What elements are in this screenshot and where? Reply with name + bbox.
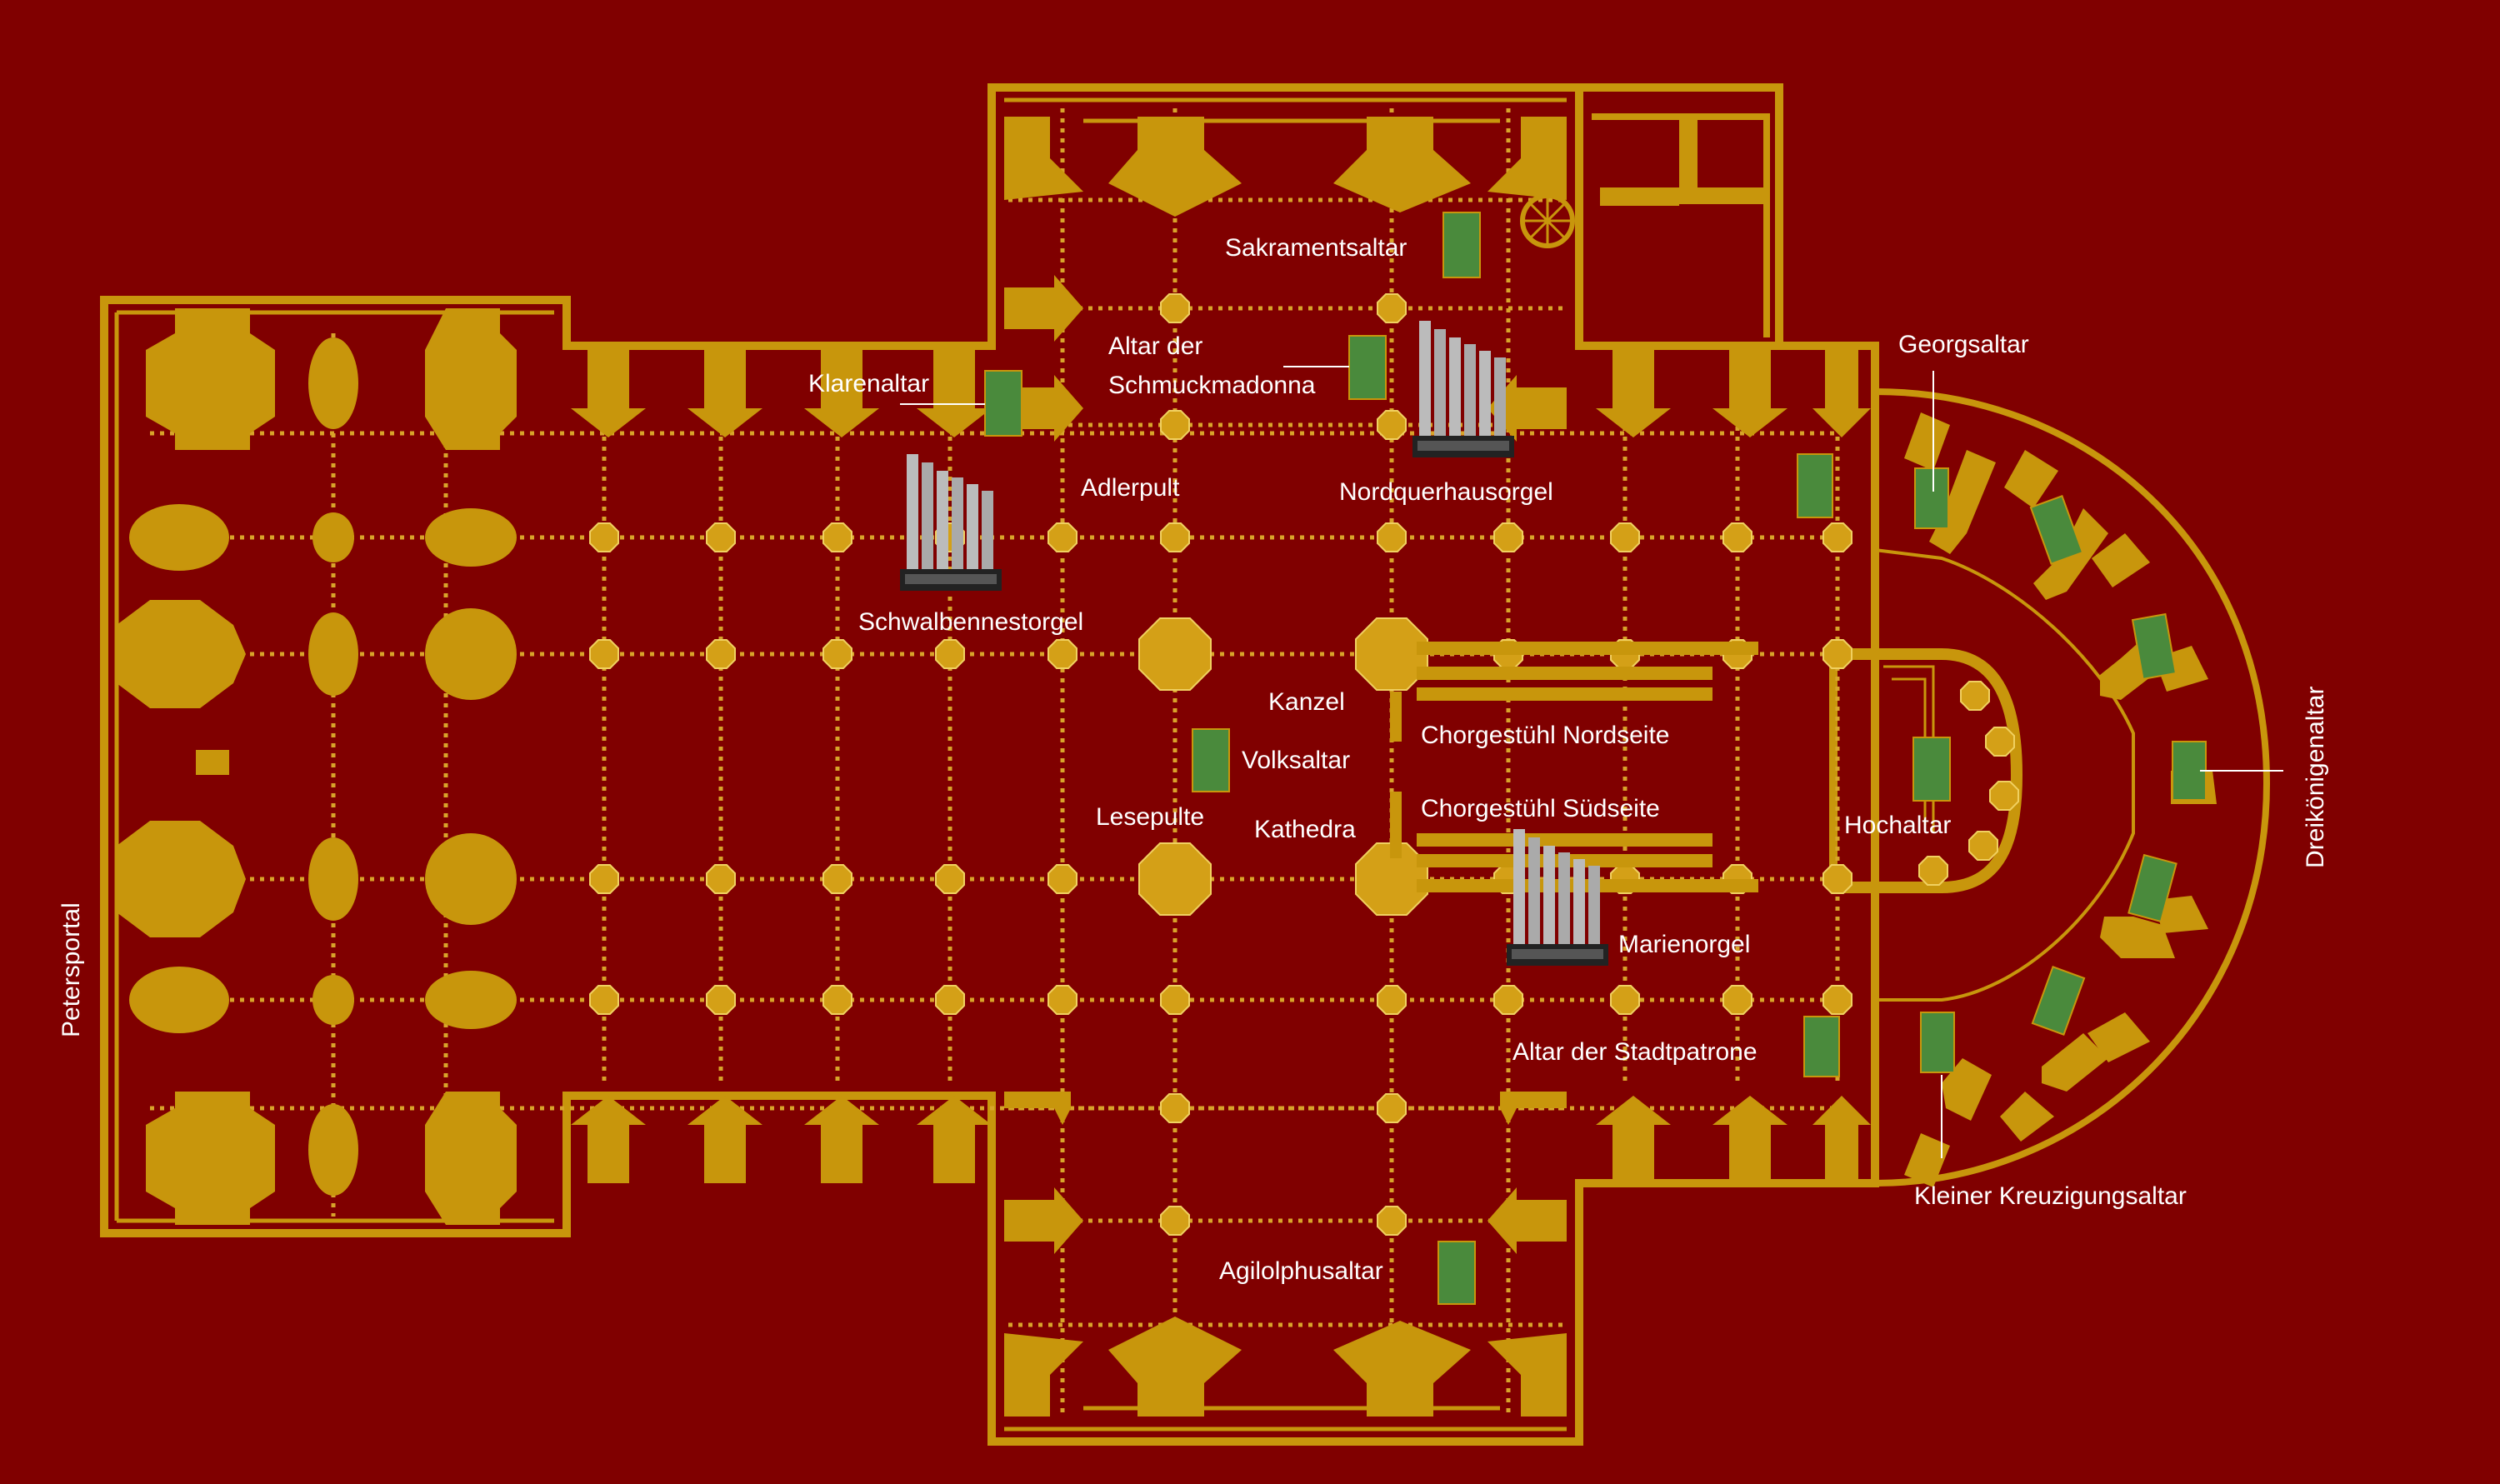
choir-stalls (1390, 642, 1758, 892)
pillar-icon (1048, 639, 1078, 669)
pillar-icon (822, 864, 852, 894)
pillar-icon (1722, 985, 1752, 1015)
volksaltar-label: Volksaltar (1242, 747, 1350, 774)
pillar-icon (706, 864, 736, 894)
west-facade-buttresses (117, 308, 517, 1225)
pillar-icon (1377, 1093, 1407, 1123)
pillar-icon (1048, 985, 1078, 1015)
altar-stadtpatrone-label: Altar der Stadtpatrone (1512, 1038, 1758, 1066)
pillar-icon (935, 985, 965, 1015)
sakramentsaltar-marker (1442, 212, 1481, 278)
pillar-icon (822, 522, 852, 552)
pillar-icon (1377, 985, 1407, 1015)
klarenaltar-marker (984, 370, 1022, 437)
nordquerhausorgel-label: Nordquerhausorgel (1339, 478, 1553, 506)
pillar-icon (706, 985, 736, 1015)
pillar-icon (706, 639, 736, 669)
organs (900, 321, 1608, 966)
side-buttresses (571, 117, 2217, 1417)
pillar-icon (1918, 856, 1948, 886)
pillar-icon (1160, 522, 1190, 552)
pillar-icon (1822, 864, 1852, 894)
pillar-icon (935, 639, 965, 669)
klarenaltar-label: Klarenaltar (808, 370, 929, 397)
chapel-altar-2 (2131, 612, 2178, 681)
altar-schmuckmadonna-marker (1348, 335, 1387, 400)
chorgestuehl-nord-label: Chorgestühl Nordseite (1421, 722, 1670, 749)
volksaltar-marker (1192, 728, 1230, 792)
pillar-icon (1493, 522, 1523, 552)
adlerpult-label: Adlerpult (1081, 474, 1180, 502)
altars (984, 212, 2207, 1305)
kleiner-kreuzigungsaltar-label: Kleiner Kreuzigungsaltar (1914, 1182, 2187, 1210)
hochaltar-label: Hochaltar (1844, 812, 1951, 839)
georgsaltar-north-marker (1797, 453, 1833, 518)
petersportal-label: Petersportal (58, 902, 85, 1037)
pillar-icon (1822, 639, 1852, 669)
crossing-pillar-nw (1138, 617, 1212, 691)
kleiner-kreuzigungsaltar-marker (1920, 1012, 1955, 1073)
chapel-altar-4 (2128, 853, 2178, 923)
pillar-icon (589, 864, 619, 894)
labels: Sakramentsaltar Altar der Schmuckmadonna… (58, 234, 2329, 1285)
pillar-icon (1989, 781, 2019, 811)
pillar-icon (706, 522, 736, 552)
pillar-icon (589, 985, 619, 1015)
pillar-icon (1985, 727, 2015, 757)
pillar-icon (1968, 831, 1998, 861)
pillar-icon (1160, 1093, 1190, 1123)
hochaltar-marker (1912, 737, 1951, 802)
organ-pipes-icon (1507, 829, 1608, 966)
pillar-icon (1960, 681, 1990, 711)
pillar-icon (1377, 410, 1407, 440)
chapel-altar-1 (2029, 495, 2084, 565)
kanzel-label: Kanzel (1268, 688, 1345, 716)
pillar-icon (1377, 1206, 1407, 1236)
crossing-pillar-ne (1355, 617, 1428, 691)
organ-pipes-icon (1412, 321, 1514, 457)
pillar-icon (1722, 522, 1752, 552)
chapel-altar-5 (2031, 966, 2086, 1036)
altar-schmuckmadonna-label-1: Altar der (1108, 332, 1202, 360)
sakramentsaltar-label: Sakramentsaltar (1225, 234, 1407, 262)
pillar-icon (589, 522, 619, 552)
georgsaltar-label: Georgsaltar (1898, 331, 2029, 358)
pillar-icon (1377, 293, 1407, 323)
agilolphusaltar-label: Agilolphusaltar (1219, 1257, 1383, 1285)
pillar-icon (1160, 985, 1190, 1015)
pillar-icon (1610, 985, 1640, 1015)
pillar-icon (1160, 293, 1190, 323)
organ-pipes-icon (900, 454, 1002, 591)
pillar-icon (822, 985, 852, 1015)
pillar-icon (1377, 522, 1407, 552)
pillar-icon (589, 639, 619, 669)
pillar-icon (935, 864, 965, 894)
crossing-pillar-se (1355, 842, 1428, 916)
pillar-icon (1822, 522, 1852, 552)
pillar-icon (822, 639, 852, 669)
agilolphusaltar-marker (1438, 1241, 1476, 1305)
marienorgel-label: Marienorgel (1618, 931, 1750, 958)
dreikoenigenaltar-label: Dreikönigenaltar (2302, 687, 2329, 868)
pillar-icon (1822, 985, 1852, 1015)
pillar-icon (1048, 864, 1078, 894)
pillar-icon (1160, 1206, 1190, 1236)
schwalbennestorgel-label: Schwalbennestorgel (858, 608, 1083, 636)
altar-stadtpatrone-marker (1803, 1016, 1840, 1077)
rose-window (1520, 193, 1575, 248)
pillar-icon (1048, 522, 1078, 552)
chorgestuehl-sued-label: Chorgestühl Südseite (1421, 795, 1660, 822)
pillar-icon (1610, 522, 1640, 552)
crossing-pillars (1138, 617, 1428, 916)
altar-schmuckmadonna-label-2: Schmuckmadonna (1108, 372, 1316, 399)
georgsaltar-marker (1914, 467, 1949, 529)
pillar-icon (1493, 985, 1523, 1015)
outer-walls (100, 83, 2271, 1446)
pillar-icon (1160, 410, 1190, 440)
kathedra-label: Kathedra (1254, 816, 1356, 843)
crossing-pillar-sw (1138, 842, 1212, 916)
leader-lines (900, 366, 2283, 1158)
lesepulte-label: Lesepulte (1096, 803, 1204, 831)
